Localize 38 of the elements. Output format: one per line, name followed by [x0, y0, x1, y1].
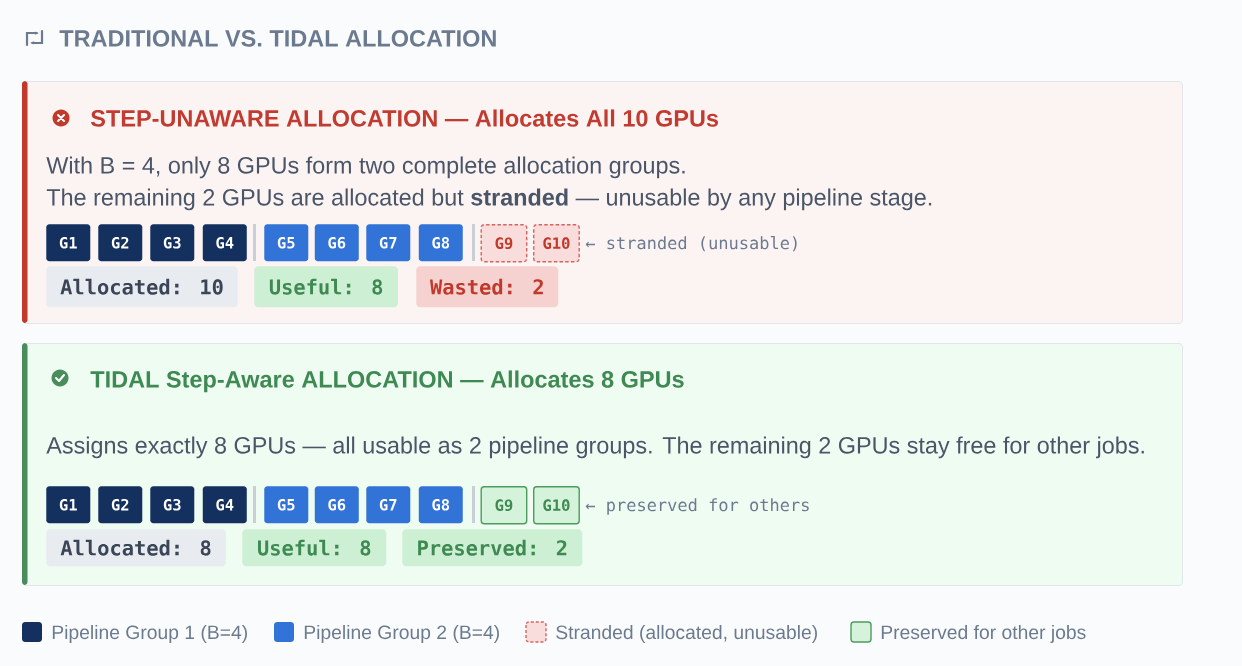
- legend-label: Pipeline Group 2 (B=4): [304, 624, 499, 643]
- gpu-chip: G9: [480, 224, 528, 263]
- legend-label: Pipeline Group 1 (B=4): [52, 624, 247, 643]
- gpu-chip: G5: [264, 486, 309, 524]
- stat-badge: Useful: 8: [242, 529, 387, 567]
- gpu-chip: G1: [46, 224, 91, 262]
- gpu-chip: G7: [366, 224, 411, 262]
- gpu-chip: G7: [366, 486, 411, 524]
- panel-heading: STEP-UNAWARE ALLOCATION — Allocates All 10 GPUs: [90, 109, 718, 127]
- gpu-chip: G6: [314, 486, 359, 524]
- gpu-chip: G4: [202, 486, 247, 524]
- heading: TRADITIONAL VS. TIDAL ALLOCATION: [59, 30, 496, 47]
- gpu-chip: G2: [98, 224, 143, 262]
- stat-badge: Allocated: 10: [46, 266, 238, 308]
- gpu-chip: G10: [533, 486, 580, 525]
- gpu-chip: G6: [314, 224, 359, 262]
- gpu-chip: G10: [533, 224, 580, 263]
- legend-label: Stranded (allocated, unusable): [556, 624, 817, 643]
- stat-badge: Useful: 8: [254, 266, 398, 308]
- gpu-chip: G4: [202, 224, 247, 262]
- stat-badge: Wasted: 2: [416, 266, 559, 308]
- gpu-chip: G2: [98, 486, 143, 524]
- gpu-chip: G8: [418, 224, 463, 262]
- gpu-chip: G5: [264, 224, 309, 262]
- legend-label: Preserved for other jobs: [881, 624, 1086, 643]
- gpu-chip: G3: [150, 224, 195, 262]
- stat-badge: Preserved: 2: [402, 529, 583, 567]
- gpu-chip: G9: [480, 486, 528, 525]
- gpu-chip: G3: [150, 486, 195, 524]
- gpu-chip: G1: [46, 486, 91, 524]
- gpu-chip: G8: [418, 486, 463, 524]
- panel-text: With B = 4, only 8 GPUs form two complete allocation groups.: [46, 156, 685, 179]
- panel-text: The remaining 2 GPUs are allocated but stranded — unusable by any pipeline stage.: [46, 188, 932, 211]
- panel-heading: TIDAL Step-Aware ALLOCATION — Allocates 8 GPUs: [90, 370, 684, 393]
- stat-badge: Allocated: 8: [46, 529, 226, 567]
- annotation: ← preserved for others: [585, 498, 809, 515]
- annotation: ← stranded (unusable): [585, 236, 797, 252]
- panel-text: Assigns exactly 8 GPUs — all usable as 2 pipeline groups. The remaining 2 GPUs stay free for other jobs.: [46, 436, 1144, 459]
